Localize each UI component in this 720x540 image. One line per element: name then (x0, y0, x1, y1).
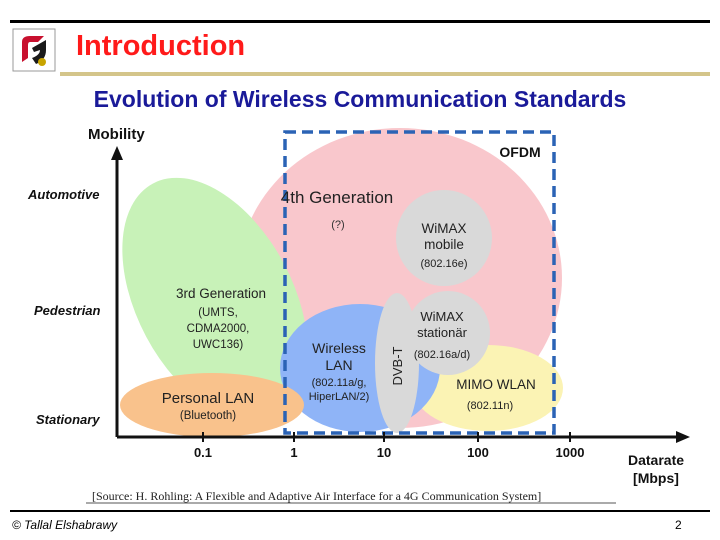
university-logo (12, 28, 56, 72)
bottom-rule (10, 510, 710, 512)
x-axis-title: Datarate (628, 452, 684, 468)
author-footer: © Tallal Elshabrawy (12, 518, 118, 532)
x-axis-unit: [Mbps] (633, 470, 679, 486)
wimax-stationary-line1: WiMAX (420, 309, 464, 324)
ofdm-box (283, 130, 556, 435)
wimax-mobile-line3: (802.16e) (420, 258, 467, 270)
fourth-gen-label: 4th Generation (281, 188, 393, 207)
wireless-standards-diagram: Mobility Automotive Pedestrian Stationar… (27, 126, 690, 486)
third-gen-region (122, 177, 308, 423)
page-number: 2 (675, 518, 682, 532)
slide-title: Introduction (76, 30, 246, 62)
title-underline (60, 72, 710, 76)
third-gen-line1: (UMTS, (198, 307, 238, 319)
y-level-automotive: Automotive (27, 187, 100, 202)
personal-lan-note: (Bluetooth) (180, 410, 236, 422)
ofdm-label: OFDM (499, 144, 540, 160)
dvbt-region (375, 293, 419, 433)
dvbt-label: DVB-T (390, 346, 405, 385)
x-tick-label: 100 (467, 445, 489, 460)
third-gen-line2: CDMA2000, (187, 323, 250, 335)
wimax-mobile-line1: WiMAX (422, 221, 467, 236)
top-rule (10, 20, 710, 23)
wimax-mobile-line2: mobile (424, 237, 464, 252)
y-level-pedestrian: Pedestrian (34, 303, 101, 318)
source-citation: [Source: H. Rohling: A Flexible and Adap… (92, 489, 542, 503)
x-tick-label: 1000 (556, 445, 585, 460)
mimo-wlan-note: (802.11n) (467, 400, 513, 412)
x-tick-label: 10 (377, 445, 391, 460)
fourth-gen-note: (?) (331, 219, 344, 231)
wimax-stationary-line2: stationär (417, 325, 468, 340)
x-tick-label: 0.1 (194, 445, 212, 460)
personal-lan-label: Personal LAN (162, 390, 255, 407)
slide-subtitle: Evolution of Wireless Communication Stan… (93, 86, 627, 112)
wireless-lan-line4: HiperLAN/2) (309, 391, 370, 403)
wireless-lan-line1: Wireless (312, 340, 366, 356)
wimax-mobile-region (396, 190, 492, 286)
y-level-stationary: Stationary (36, 412, 100, 427)
personal-lan-region (120, 373, 304, 437)
y-axis-arrow (111, 146, 123, 160)
source-bracket-line (86, 502, 616, 504)
third-gen-label: 3rd Generation (176, 286, 266, 301)
wimax-stationary-region (406, 291, 490, 375)
y-axis-title: Mobility (88, 126, 145, 143)
third-gen-line3: UWC136) (193, 339, 244, 351)
wimax-stationary-line3: (802.16a/d) (414, 349, 470, 361)
mimo-wlan-label: MIMO WLAN (456, 377, 536, 392)
wireless-lan-line2: LAN (325, 357, 352, 373)
wireless-lan-line3: (802.11a/g, (312, 377, 367, 389)
x-axis-arrow (676, 431, 690, 443)
x-tick-label: 1 (290, 445, 297, 460)
